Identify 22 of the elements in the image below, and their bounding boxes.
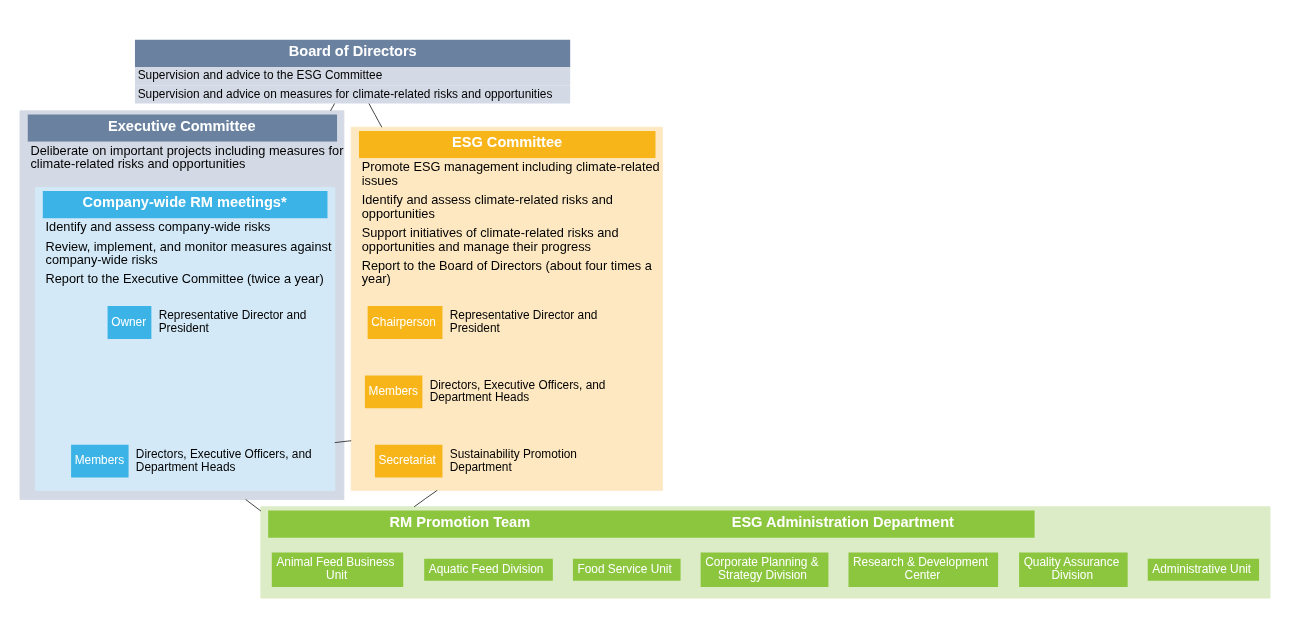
node-label: Representative Director and President xyxy=(449,307,598,335)
node-box: Aquatic Feed Division xyxy=(424,558,553,581)
node-box: Quality Assurance Division xyxy=(1019,551,1128,587)
node-box: Owner xyxy=(107,305,152,339)
node-label: Directors, Executive Officers, and Department Heads xyxy=(429,377,606,404)
node-box: Food Service Unit xyxy=(572,558,681,581)
node-box: Corporate Planning & Strategy Division xyxy=(700,551,829,587)
node-label: Sustainability Promotion Department xyxy=(449,446,577,474)
connector xyxy=(334,439,352,443)
node-box: Secretariat xyxy=(374,444,443,478)
node-box: Members xyxy=(71,444,129,478)
node-box: Research & Development Center xyxy=(848,551,999,587)
node-box: Members xyxy=(364,374,423,408)
node-box: Animal Feed Business Unit xyxy=(271,551,404,587)
node-label: Representative Director and President xyxy=(158,307,307,335)
node-box: Chairperson xyxy=(367,305,443,339)
connector xyxy=(413,489,438,507)
connector xyxy=(368,102,383,128)
connector xyxy=(330,102,336,111)
node-box: Administrative Unit xyxy=(1147,558,1260,581)
node-label: Directors, Executive Officers, and Department Heads xyxy=(135,446,312,474)
connector xyxy=(245,498,262,511)
